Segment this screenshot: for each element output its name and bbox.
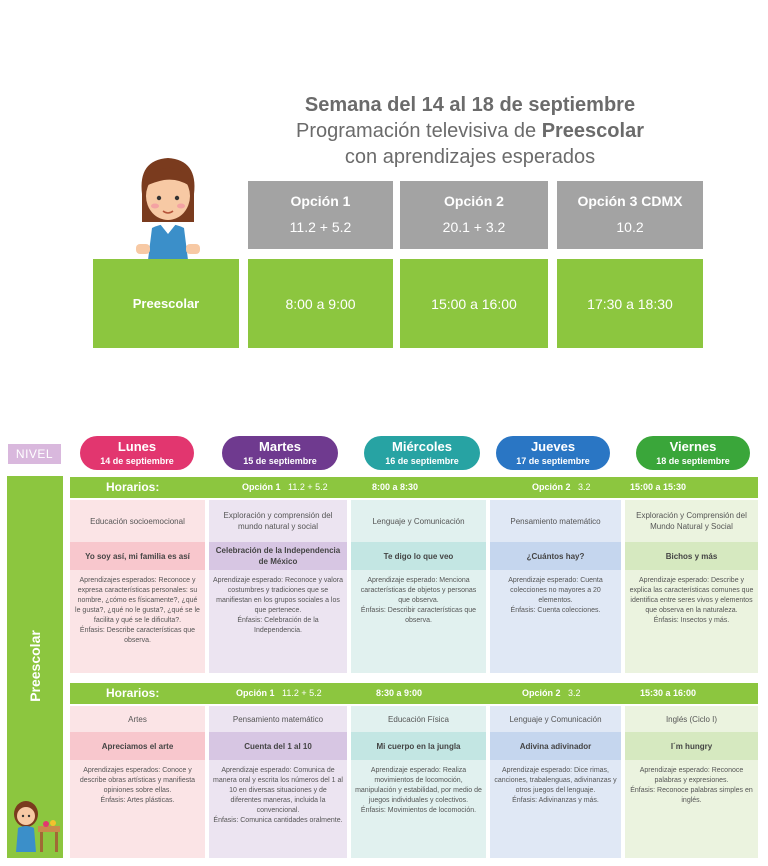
subject-miercoles-2: Educación Física	[351, 706, 486, 732]
option-2-time: 15:00 a 16:00	[400, 259, 548, 348]
program-martes-1: Celebración de la Independencia de Méxic…	[209, 542, 347, 570]
day-pill-jueves: Jueves 17 de septiembre	[496, 436, 610, 470]
page-title: Semana del 14 al 18 de septiembre Progra…	[230, 92, 710, 170]
title-week: Semana del 14 al 18 de septiembre	[304, 94, 636, 116]
day-pill-miercoles: Miércoles 16 de septiembre	[364, 436, 480, 470]
level-label: Preescolar	[93, 259, 239, 348]
program-jueves-1: ¿Cuántos hay?	[490, 542, 621, 570]
subject-martes-2: Pensamiento matemático	[209, 706, 347, 732]
description-jueves-1: Aprendizaje esperado: Cuenta colecciones…	[490, 570, 621, 673]
subject-martes-1: Exploración y comprensión del mundo natu…	[209, 500, 347, 542]
subject-viernes-2: Inglés (Ciclo I)	[625, 706, 758, 732]
description-martes-2: Aprendizaje esperado: Comunica de manera…	[209, 760, 347, 858]
subject-viernes-1: Exploración y Comprensión del Mundo Natu…	[625, 500, 758, 542]
day-pill-lunes: Lunes 14 de septiembre	[80, 436, 194, 470]
option-1-header: Opción 1 11.2 + 5.2	[248, 181, 393, 249]
description-martes-1: Aprendizaje esperado: Reconoce y valora …	[209, 570, 347, 673]
program-lunes-1: Yo soy así, mi familia es así	[70, 542, 205, 570]
program-martes-2: Cuenta del 1 al 10	[209, 732, 347, 760]
side-level-bar	[7, 476, 63, 858]
title-program: Programación televisiva de Preescolar	[296, 120, 644, 142]
kid-painting-illustration	[14, 801, 60, 852]
schedule-bar-1: Horarios: Opción 1 11.2 + 5.2 8:00 a 8:3…	[70, 477, 758, 498]
subject-miercoles-1: Lenguaje y Comunicación	[351, 500, 486, 542]
option-2-header: Opción 2 20.1 + 3.2	[400, 181, 548, 249]
subject-jueves-1: Pensamiento matemático	[490, 500, 621, 542]
program-miercoles-1: Te digo lo que veo	[351, 542, 486, 570]
option-3-time: 17:30 a 18:30	[557, 259, 703, 348]
description-lunes-2: Aprendizajes esperados: Conoce y describ…	[70, 760, 205, 858]
program-jueves-2: Adivina adivinador	[490, 732, 621, 760]
description-viernes-1: Aprendizaje esperado: Describe y explica…	[625, 570, 758, 673]
description-miercoles-1: Aprendizaje esperado: Menciona caracterí…	[351, 570, 486, 673]
schedule-bar-2: Horarios: Opción 1 11.2 + 5.2 8:30 a 9:0…	[70, 683, 758, 704]
day-pill-martes: Martes 15 de septiembre	[222, 436, 338, 470]
program-miercoles-2: Mi cuerpo en la jungla	[351, 732, 486, 760]
subject-lunes-1: Educación socioemocional	[70, 500, 205, 542]
description-viernes-2: Aprendizaje esperado: Reconoce palabras …	[625, 760, 758, 858]
side-level-label: Preescolar	[27, 630, 43, 702]
title-subtitle: con aprendizajes esperados	[344, 146, 596, 168]
description-lunes-1: Aprendizajes esperados: Reconoce y expre…	[70, 570, 205, 673]
girl-illustration	[136, 158, 200, 260]
program-lunes-2: Apreciamos el arte	[70, 732, 205, 760]
nivel-label: NIVEL	[8, 444, 61, 464]
description-jueves-2: Aprendizaje esperado: Dice rimas, cancio…	[490, 760, 621, 858]
program-viernes-1: Bichos y más	[625, 542, 758, 570]
subject-jueves-2: Lenguaje y Comunicación	[490, 706, 621, 732]
subject-lunes-2: Artes	[70, 706, 205, 732]
description-miercoles-2: Aprendizaje esperado: Realiza movimiento…	[351, 760, 486, 858]
program-viernes-2: I´m hungry	[625, 732, 758, 760]
option-1-time: 8:00 a 9:00	[248, 259, 393, 348]
day-pill-viernes: Viernes 18 de septiembre	[636, 436, 750, 470]
option-3-header: Opción 3 CDMX 10.2	[557, 181, 703, 249]
